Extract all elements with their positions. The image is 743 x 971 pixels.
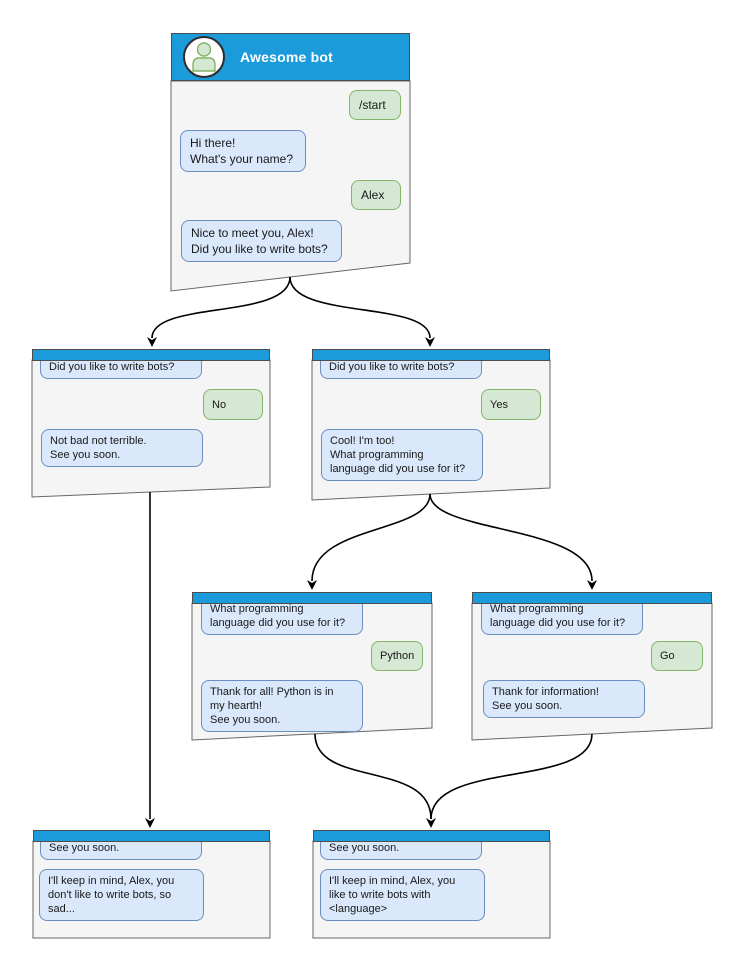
window-titlebar-branch-no bbox=[32, 349, 270, 361]
arrowhead-merge-to-end bbox=[426, 818, 436, 828]
arrowhead-main-to-no bbox=[147, 337, 157, 347]
connector-python-to-end bbox=[314, 733, 432, 820]
window-title: Awesome bot bbox=[240, 49, 333, 65]
arrowhead-main-to-yes bbox=[425, 337, 435, 347]
bubble-yes-answer: Yes bbox=[481, 389, 541, 420]
window-titlebar-branch-python bbox=[192, 592, 432, 604]
bubble-main-greeting: Hi there! What's your name? bbox=[180, 130, 306, 172]
arrowhead-yes-to-go bbox=[587, 580, 597, 590]
bubble-yes-reply: Cool! I'm too! What programming language… bbox=[321, 429, 483, 481]
bubble-no-reply: Not bad not terrible. See you soon. bbox=[41, 429, 203, 467]
window-titlebar-branch-go bbox=[472, 592, 712, 604]
connector-go-to-end bbox=[430, 733, 593, 820]
bot-avatar-icon bbox=[183, 36, 225, 78]
bubble-no-answer: No bbox=[203, 389, 263, 420]
window-titlebar-branch-yes bbox=[312, 349, 550, 361]
connector-main-to-yes bbox=[289, 276, 431, 339]
arrowhead-no-to-end bbox=[145, 818, 155, 828]
arrowhead-yes-to-python bbox=[307, 580, 317, 590]
bubble-go-reply: Thank for information! See you soon. bbox=[483, 680, 645, 718]
bubble-endno-keep-in-mind: I'll keep in mind, Alex, you don't like … bbox=[39, 869, 204, 921]
connector-yes-to-python bbox=[311, 493, 431, 582]
bubble-python-reply: Thank for all! Python is in my hearth! S… bbox=[201, 680, 363, 732]
bubble-endyes-keep-in-mind: I'll keep in mind, Alex, you like to wri… bbox=[320, 869, 485, 921]
connector-yes-to-go bbox=[429, 493, 593, 582]
window-titlebar-end-yes bbox=[313, 830, 550, 842]
bubble-python-answer: Python bbox=[371, 641, 423, 671]
bubble-main-user-name: Alex bbox=[351, 180, 401, 210]
bubble-go-answer: Go bbox=[651, 641, 703, 671]
window-titlebar-end-no bbox=[33, 830, 270, 842]
bubble-main-start-command: /start bbox=[349, 90, 401, 120]
connector-main-to-no bbox=[151, 276, 291, 339]
window-titlebar-awesome-bot: Awesome bot bbox=[171, 33, 410, 81]
bubble-main-nice-to-meet: Nice to meet you, Alex! Did you like to … bbox=[181, 220, 342, 262]
